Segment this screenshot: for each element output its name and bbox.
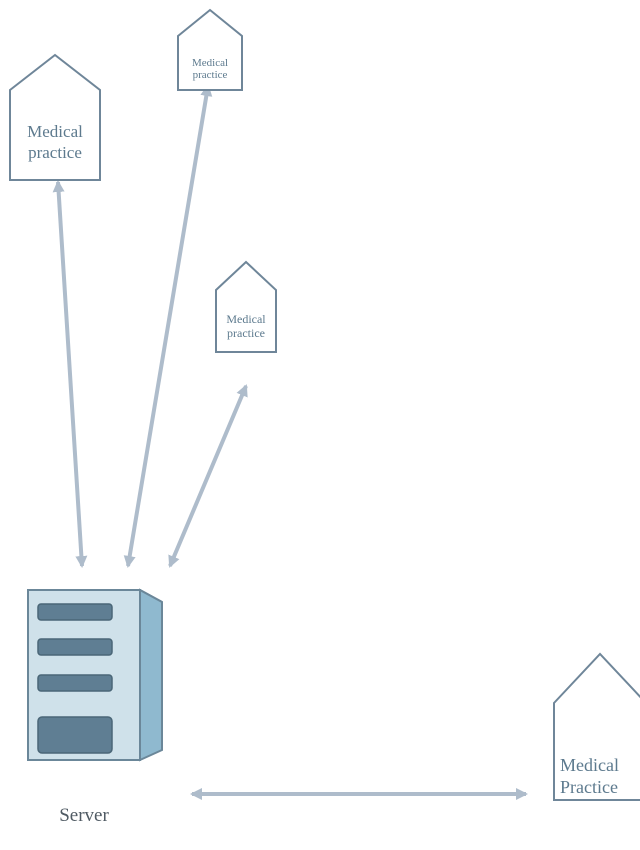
house-outline-icon <box>9 53 101 181</box>
server-label: Server <box>59 805 109 826</box>
arrow-house-left-server <box>52 180 88 568</box>
server-bay-2 <box>37 638 113 656</box>
house-left-label-line1: Medical <box>27 122 83 141</box>
house-bottom-label-line2: Practice <box>560 777 618 797</box>
house-outline-icon <box>177 8 243 91</box>
server-bay-3 <box>37 674 113 692</box>
house-outline-icon <box>553 652 640 801</box>
server-tower-icon <box>27 588 163 762</box>
house-outline-icon <box>215 260 277 353</box>
house-top-label-line1: Medical <box>192 57 228 69</box>
server-side-face <box>139 588 163 762</box>
house-mid-label-line2: practice <box>227 326 265 340</box>
connection-arrows <box>52 84 528 800</box>
server-bay-1 <box>37 603 113 621</box>
medical-practice-house-left: Medical practice <box>9 53 101 181</box>
arrow-house-top-server <box>123 84 213 568</box>
house-mid-label-line1: Medical <box>226 312 266 326</box>
house-bottom-label-line1: Medical <box>560 755 619 775</box>
server-bay-large <box>37 716 113 754</box>
house-top-label-line2: practice <box>193 69 228 81</box>
medical-practice-house-bottom: Medical Practice <box>553 652 640 801</box>
medical-practice-house-mid: Medical practice <box>215 260 277 353</box>
medical-practice-house-top: Medical practice <box>177 8 243 91</box>
arrow-house-mid-server <box>168 384 248 568</box>
house-left-label-line2: practice <box>28 143 82 162</box>
